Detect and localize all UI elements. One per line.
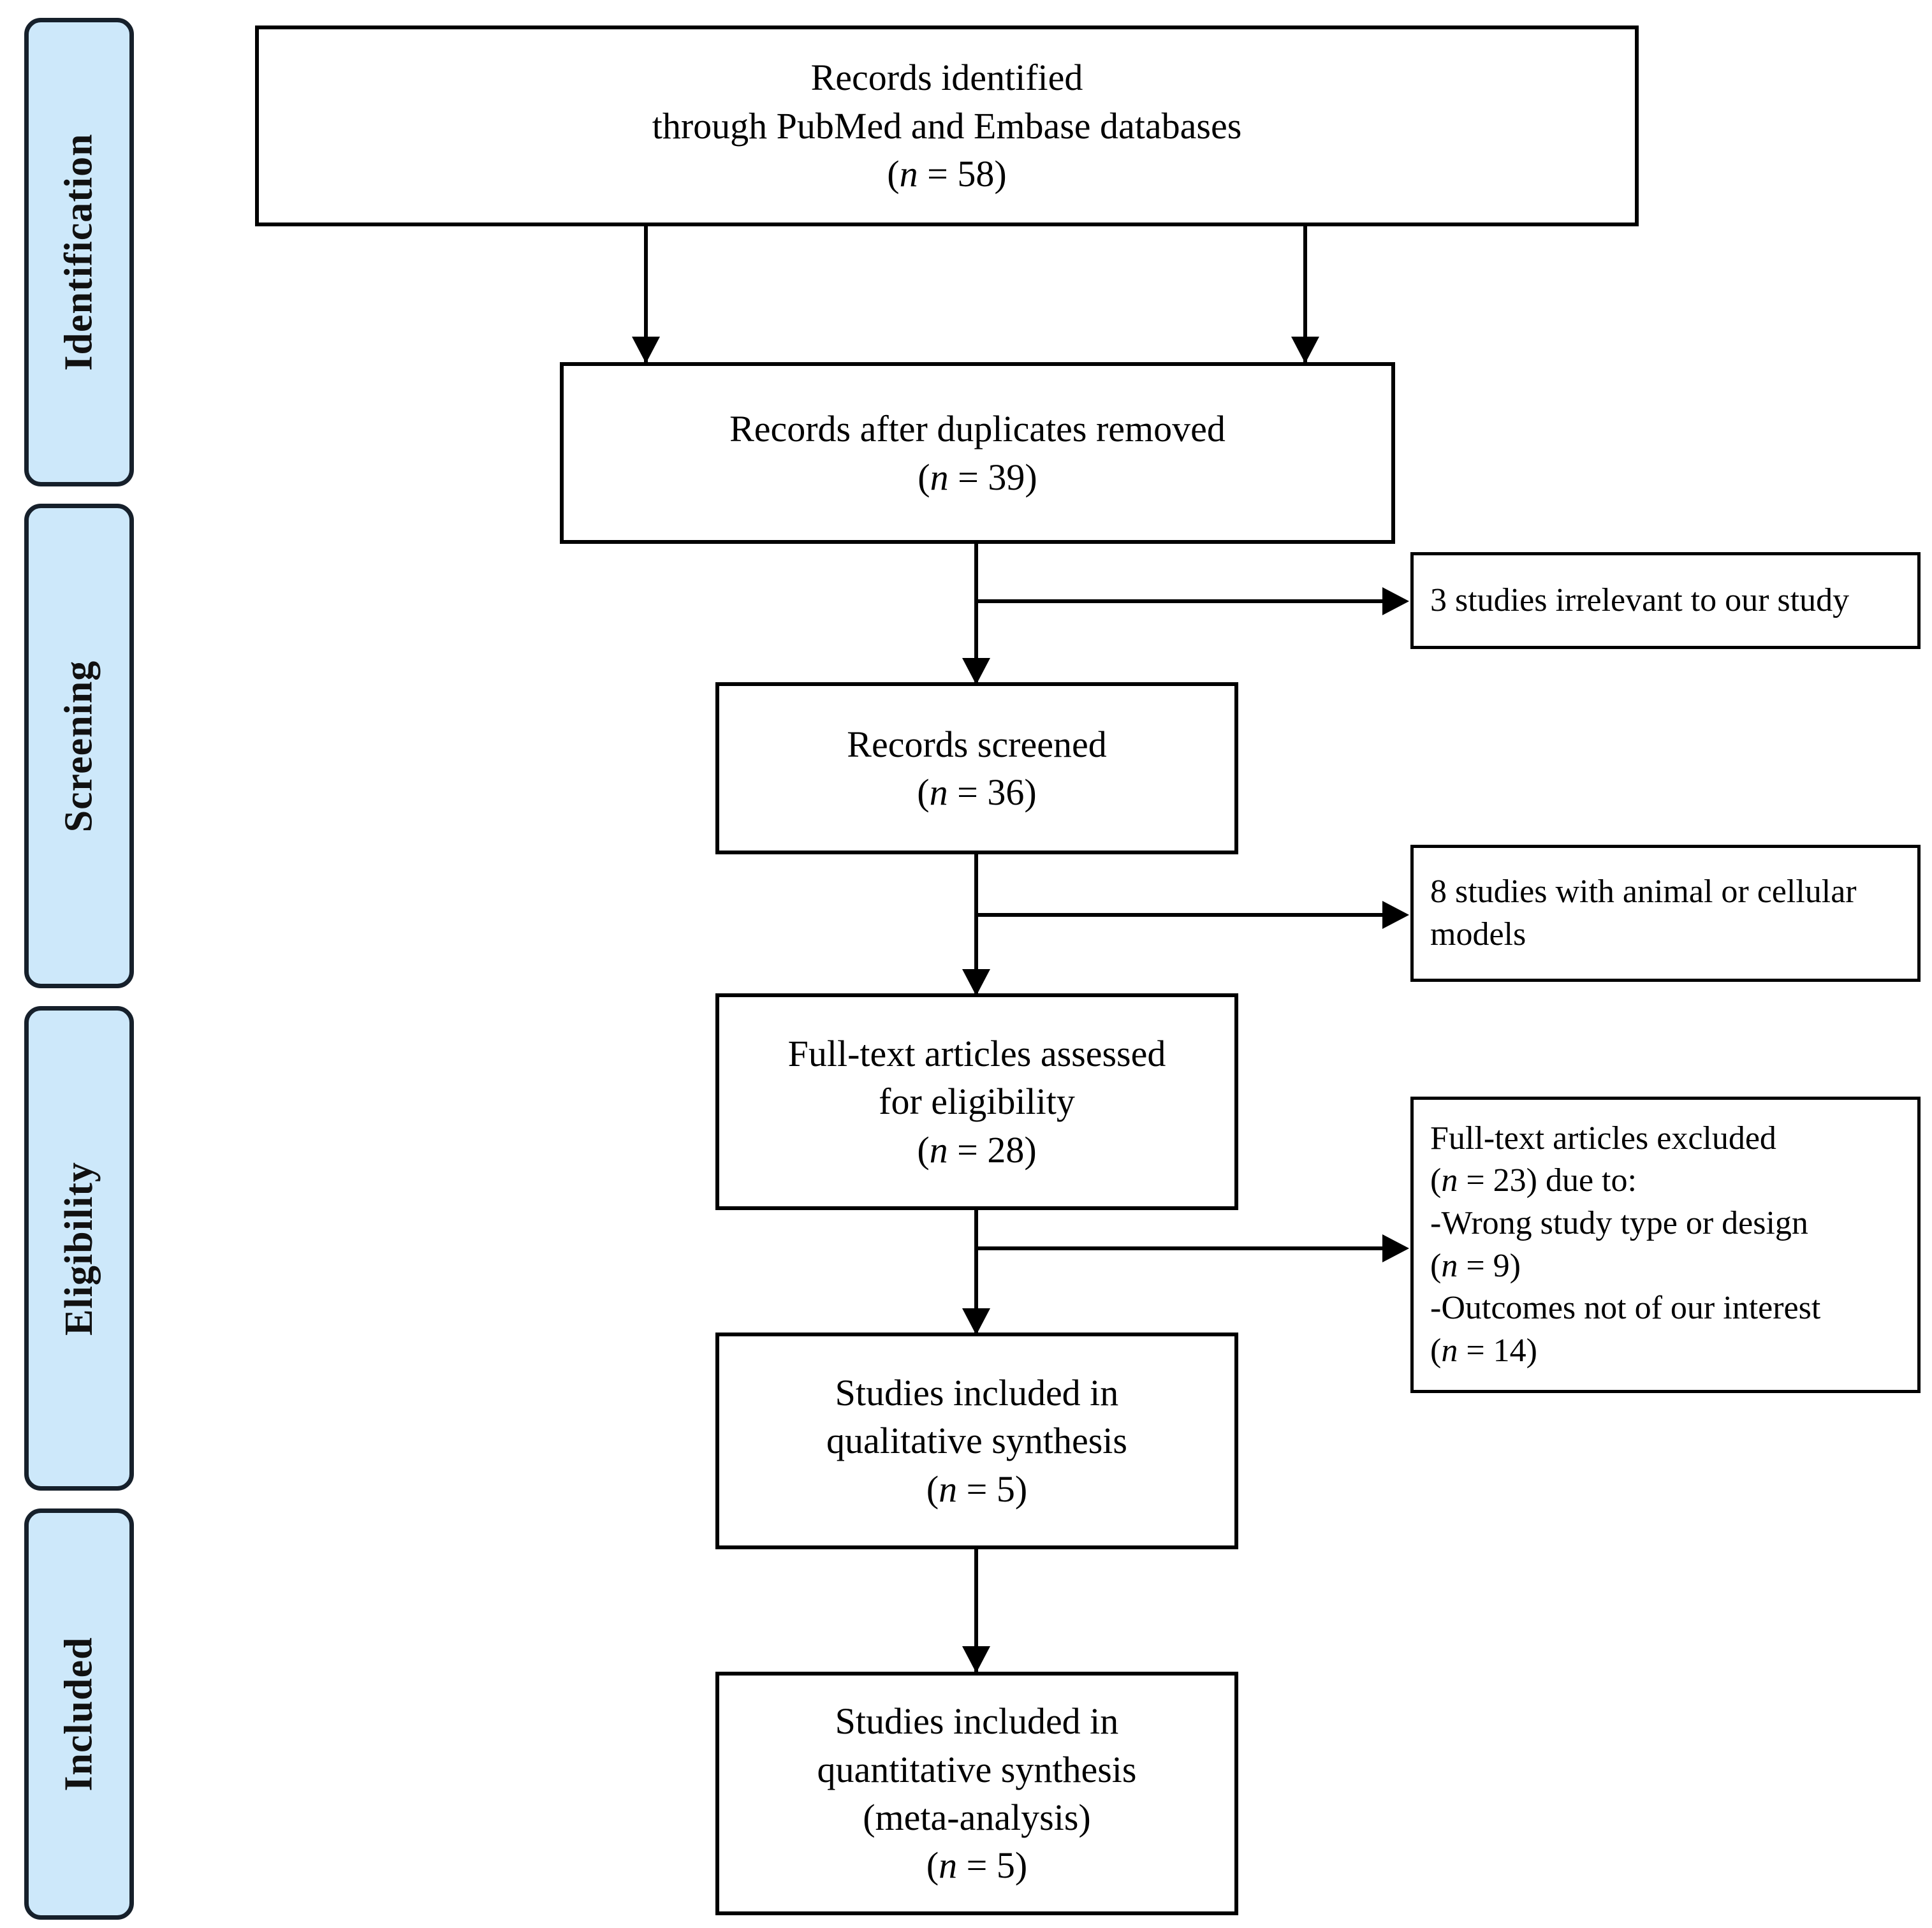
connector-fulltext-to-qualitative [974,1210,978,1338]
box-records-screened-text: Records screened (n = 36) [847,723,1107,813]
connector-identified-to-dedup-left [644,226,648,363]
box-records-after-duplicates: Records after duplicates removed (n = 39… [560,362,1395,544]
arrowhead-identified-to-dedup-left [632,337,660,363]
box-excluded-full-text: Full-text articles excluded (n = 23) due… [1410,1097,1921,1393]
branch-dedup-to-excluded-irrelevant [974,599,1386,603]
box-quantitative-synthesis: Studies included in quantitative synthes… [715,1672,1238,1915]
box-records-after-duplicates-text: Records after duplicates removed (n = 39… [729,408,1226,498]
arrowhead-dedup-to-screened [962,658,990,685]
stage-label-included-text: Included [57,1637,101,1792]
connector-identified-to-dedup-right [1303,226,1307,363]
stage-label-screening-text: Screening [57,660,101,832]
arrowhead-excluded-fulltext [1382,1234,1409,1262]
connector-qualitative-to-quantitative [974,1549,978,1677]
box-qualitative-synthesis: Studies included in qualitative synthesi… [715,1333,1238,1549]
arrowhead-identified-to-dedup-right [1291,337,1319,363]
box-records-identified-text: Records identified through PubMed and Em… [652,57,1242,195]
branch-screened-to-excluded-animal [974,913,1386,917]
stage-label-identification-text: Identification [57,133,101,371]
stage-label-eligibility: Eligibility [24,1006,134,1491]
stage-label-included: Included [24,1508,134,1920]
box-excluded-irrelevant-text: 3 studies irrelevant to our study [1430,581,1850,618]
stage-label-eligibility-text: Eligibility [57,1161,101,1336]
box-excluded-animal-cellular: 8 studies with animal or cellular models [1410,845,1921,982]
arrowhead-excluded-animal [1382,901,1409,929]
stage-label-identification: Identification [24,18,134,486]
box-records-screened: Records screened (n = 36) [715,682,1238,854]
connector-dedup-to-screened [974,544,978,684]
arrowhead-excluded-irrelevant [1382,587,1409,615]
box-full-text-assessed-text: Full-text articles assessed for eligibil… [787,1032,1166,1171]
box-qualitative-synthesis-text: Studies included in qualitative synthesi… [826,1371,1127,1510]
box-full-text-assessed: Full-text articles assessed for eligibil… [715,993,1238,1210]
arrowhead-screened-to-fulltext [962,969,990,996]
box-records-identified: Records identified through PubMed and Em… [255,26,1639,226]
connector-screened-to-fulltext [974,854,978,996]
branch-fulltext-to-excluded-fulltext [974,1246,1386,1250]
arrowhead-fulltext-to-qualitative [962,1308,990,1335]
box-excluded-irrelevant: 3 studies irrelevant to our study [1410,552,1921,649]
box-excluded-animal-cellular-text: 8 studies with animal or cellular models [1430,873,1857,953]
box-quantitative-synthesis-text: Studies included in quantitative synthes… [817,1700,1137,1887]
arrowhead-qualitative-to-quantitative [962,1646,990,1673]
stage-label-screening: Screening [24,504,134,988]
box-excluded-full-text-text: Full-text articles excluded (n = 23) due… [1430,1120,1821,1369]
